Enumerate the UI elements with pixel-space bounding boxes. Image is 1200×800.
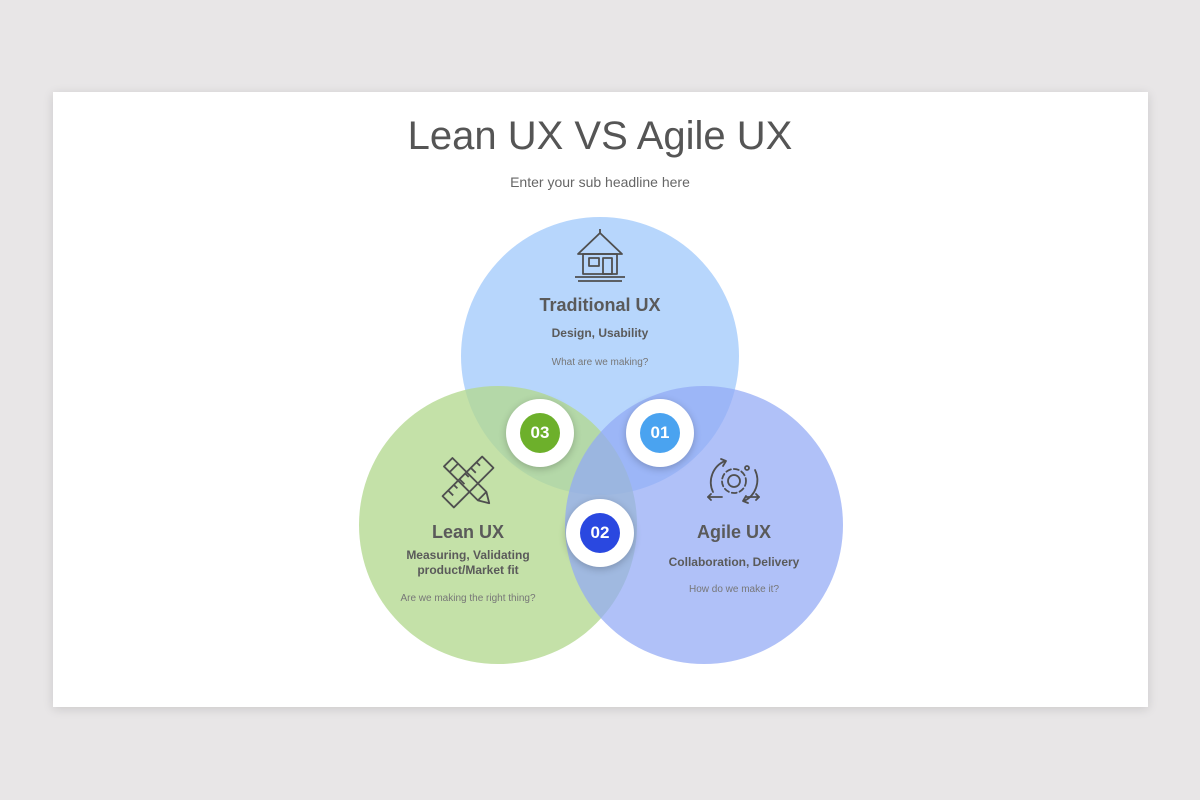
page-title: Lean UX VS Agile UX xyxy=(407,114,793,158)
traditional-ux-question: What are we making? xyxy=(551,357,649,368)
gear-process-icon xyxy=(707,458,760,504)
page-subtitle: Enter your sub headline here xyxy=(510,174,690,190)
lean-ux-title: Lean UX xyxy=(431,522,505,542)
badge-03: 03 xyxy=(506,399,574,467)
badge-03-label: 03 xyxy=(520,413,560,453)
house-icon xyxy=(575,229,625,282)
agile-ux-subtitle: Collaboration, Delivery xyxy=(668,555,800,569)
agile-ux-question: How do we make it? xyxy=(688,584,780,595)
lean-ux-subtitle: Measuring, Validating product/Market fit xyxy=(406,548,530,577)
badge-02: 02 xyxy=(566,499,634,567)
ruler-pencil-icon xyxy=(441,455,495,509)
traditional-ux-title: Traditional UX xyxy=(539,295,661,315)
badge-02-label: 02 xyxy=(580,513,620,553)
badge-01-label: 01 xyxy=(640,413,680,453)
badge-01: 01 xyxy=(626,399,694,467)
circle-lean-ux xyxy=(359,386,637,664)
agile-ux-title: Agile UX xyxy=(696,522,771,542)
lean-ux-question: Are we making the right thing? xyxy=(400,593,536,604)
traditional-ux-subtitle: Design, Usability xyxy=(551,326,649,340)
